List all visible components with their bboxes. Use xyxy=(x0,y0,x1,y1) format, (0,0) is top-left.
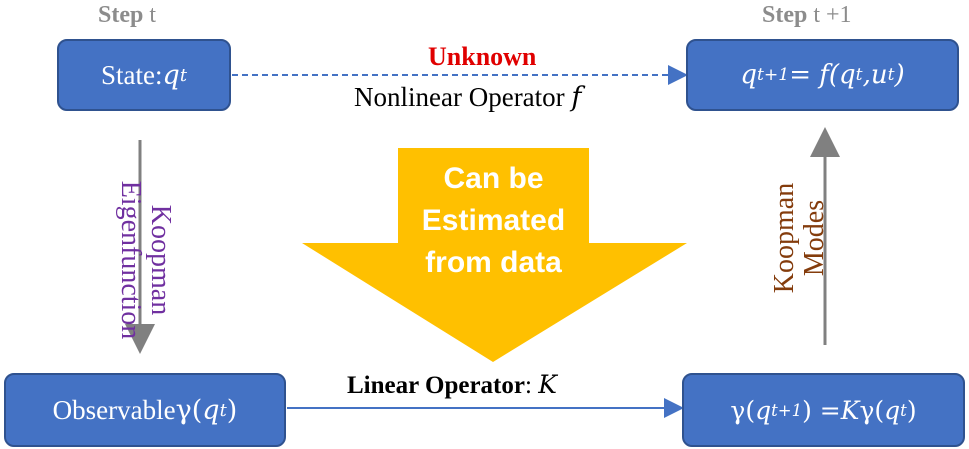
unknown-label: Unknown xyxy=(428,42,537,71)
step-t-label: Step t xyxy=(98,2,157,28)
big-arrow-text: Can be Estimated from data xyxy=(421,162,566,279)
nonlinear-operator-label: Nonlinear Operator f xyxy=(354,82,582,113)
big-down-arrow xyxy=(302,148,687,362)
linear-operator-label: Linear Operator: K xyxy=(347,370,557,399)
step-t-plus-1-label: Step t +1 xyxy=(762,2,852,28)
koopman-eigenfunction-label: Koopman Eigenfunction xyxy=(115,180,176,340)
koopman-modes-label: Koopman Modes xyxy=(769,182,830,294)
